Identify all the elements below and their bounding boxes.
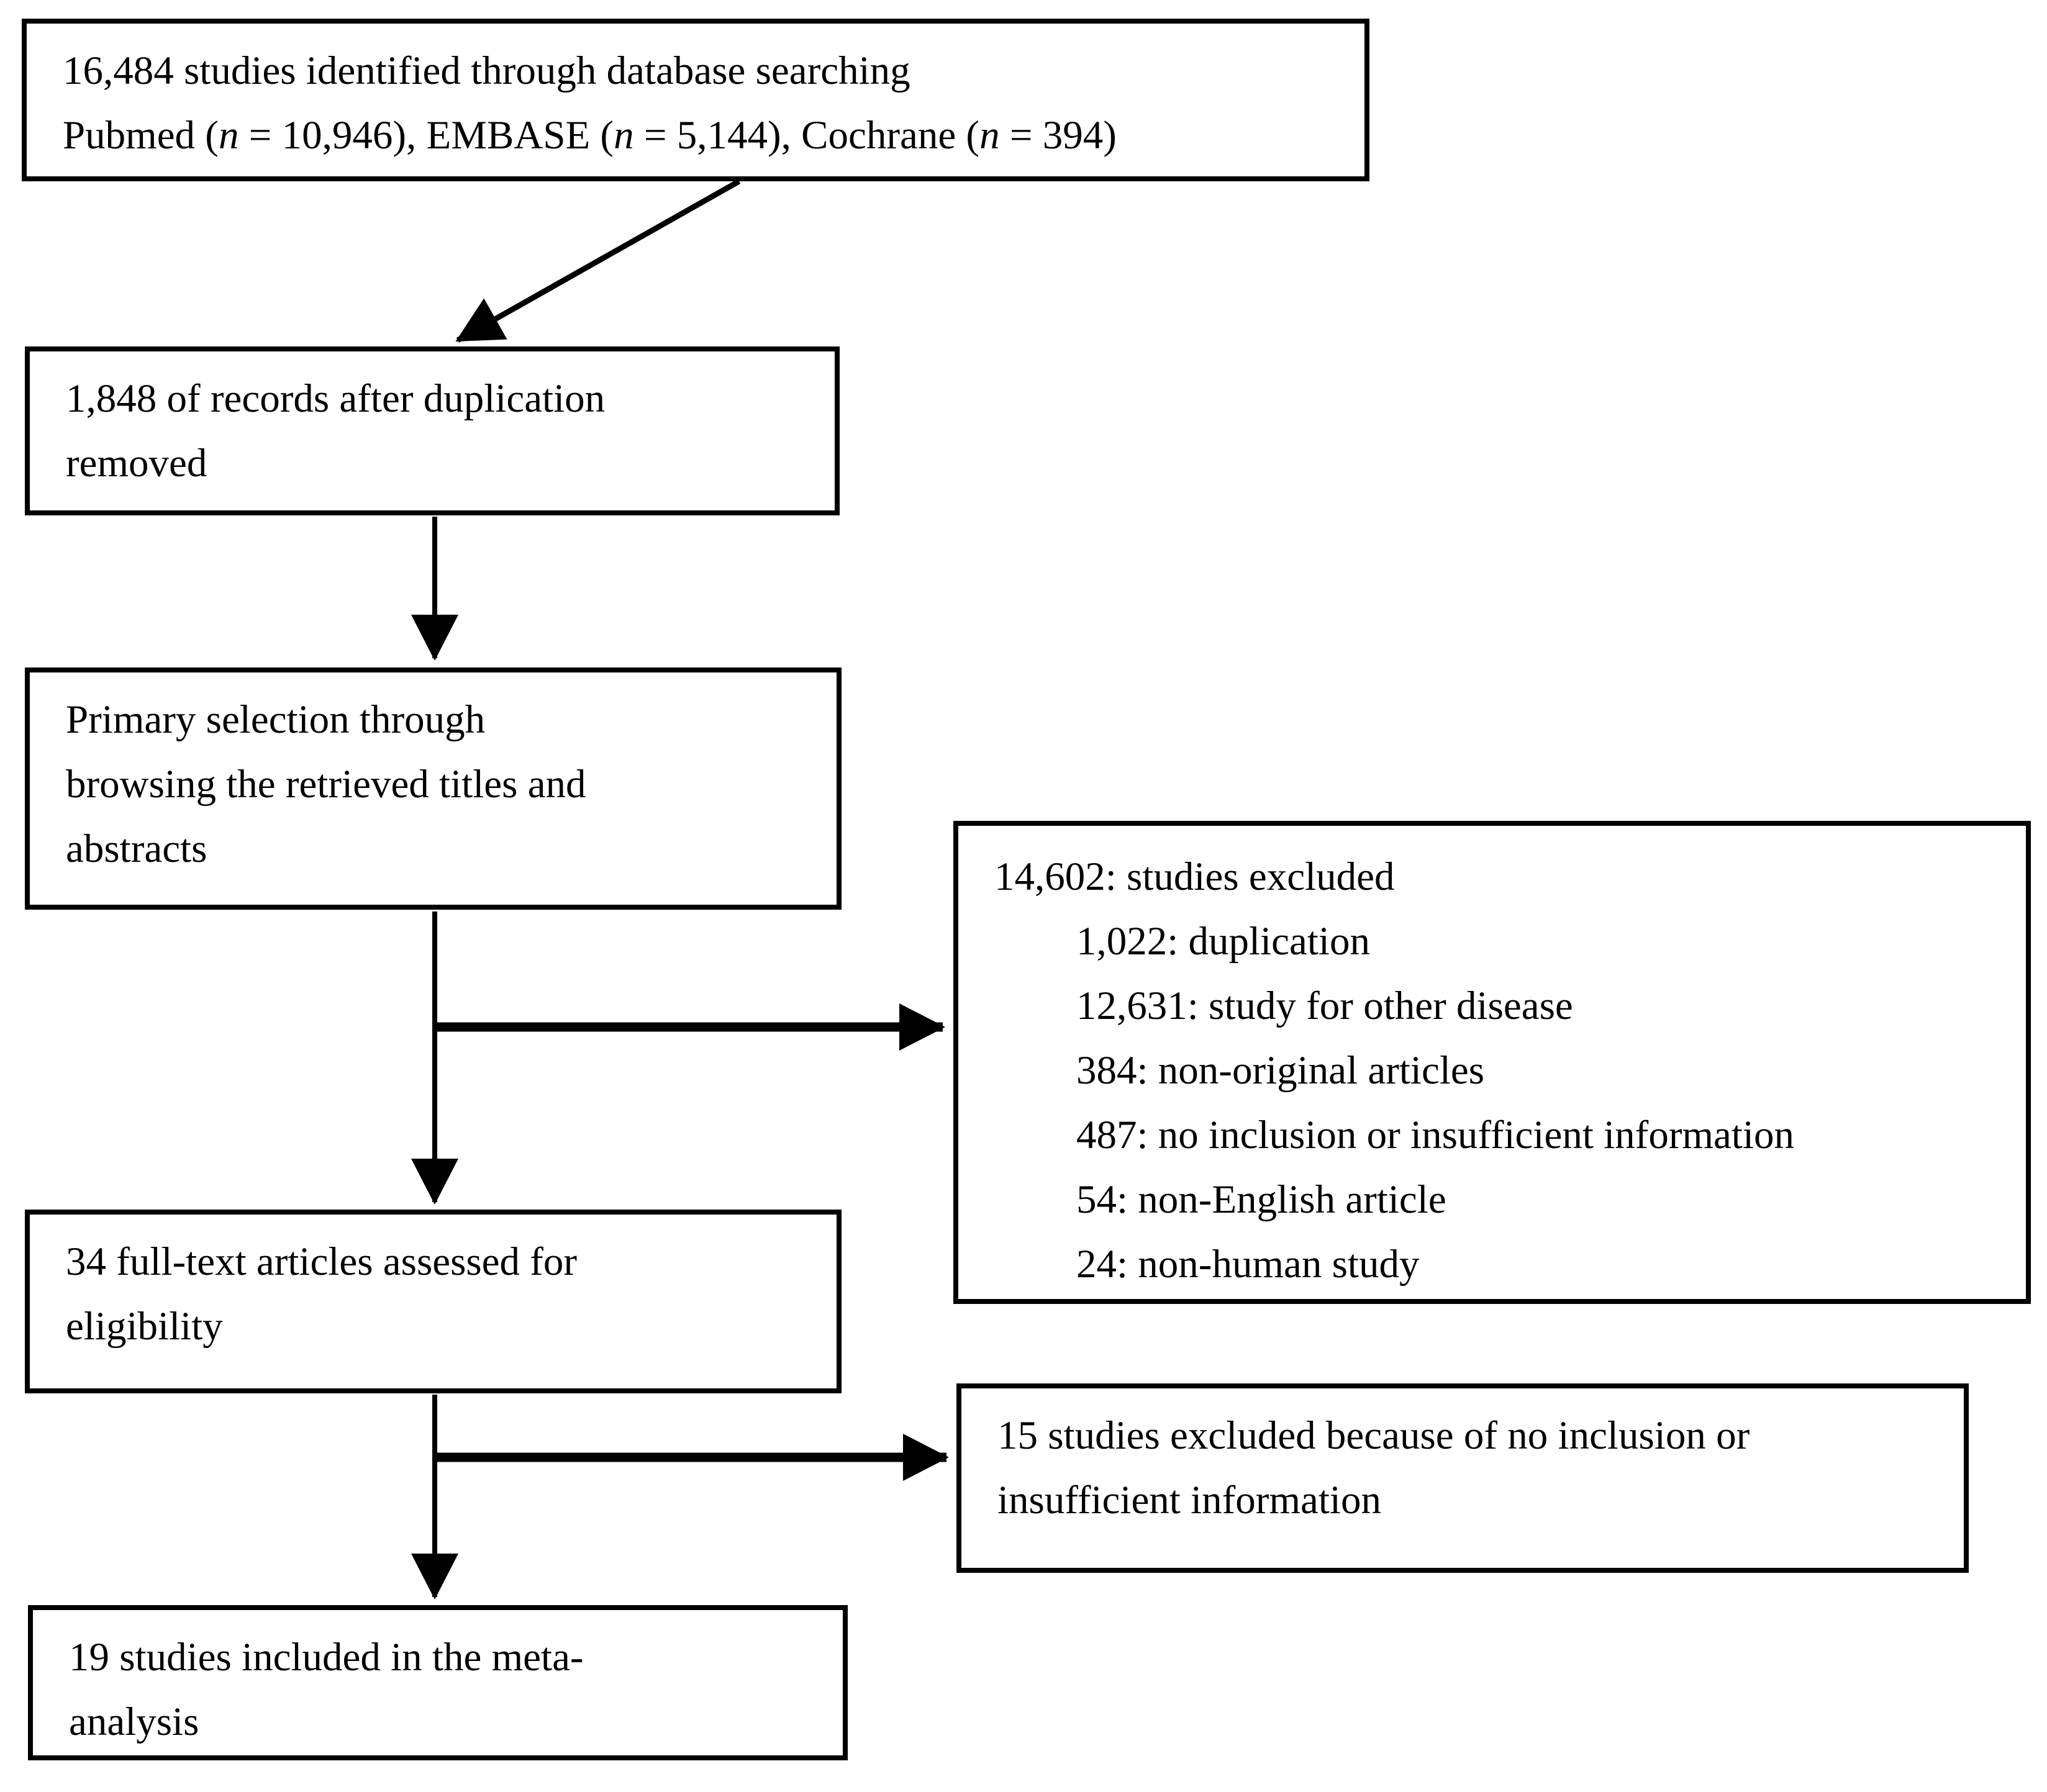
- text-line: insufficient information: [997, 1478, 1381, 1523]
- box-records-after-duplication: 1,848 of records after duplication remove…: [25, 346, 840, 515]
- text-line: 16,484 studies identified through databa…: [63, 48, 910, 93]
- text-line: 19 studies included in the meta-: [69, 1635, 584, 1680]
- text-line: Pubmed (n = 10,946), EMBASE (n = 5,144),…: [63, 113, 1117, 158]
- box-primary-selection: Primary selection through browsing the re…: [25, 667, 842, 910]
- text-line: 1,022: duplication: [1076, 919, 1370, 964]
- box-excluded-fulltext: 15 studies excluded because of no inclus…: [956, 1383, 1969, 1573]
- text-line: 34 full-text articles assessed for: [66, 1239, 578, 1284]
- text-line: Primary selection through: [66, 697, 486, 742]
- text-line: eligibility: [66, 1304, 223, 1349]
- text-line: removed: [66, 441, 207, 486]
- text-line: abstracts: [66, 826, 207, 871]
- arrow-identified-to-dedup: [455, 179, 741, 343]
- box-fulltext-assessed: 34 full-text articles assessed for eligib…: [25, 1210, 842, 1393]
- text-line: browsing the retrieved titles and: [66, 762, 586, 807]
- text-line: 384: non-original articles: [1076, 1048, 1485, 1093]
- text-line: 54: non-English article: [1076, 1177, 1446, 1222]
- box-excluded-primary: 14,602: studies excluded 1,022: duplicati…: [953, 821, 2031, 1304]
- text-line: 24: non-human study: [1076, 1242, 1420, 1287]
- text-line: 1,848 of records after duplication: [66, 376, 606, 421]
- text-line: 12,631: study for other disease: [1076, 984, 1573, 1028]
- text-line: 15 studies excluded because of no inclus…: [997, 1413, 1750, 1458]
- box-included-meta-analysis: 19 studies included in the meta-analysis: [28, 1605, 848, 1760]
- text-line: 14,602: studies excluded: [994, 854, 1395, 899]
- text-line: 487: no inclusion or insufficient inform…: [1076, 1113, 1795, 1157]
- text-line: analysis: [69, 1699, 199, 1744]
- box-studies-identified: 16,484 studies identified through databa…: [22, 19, 1369, 181]
